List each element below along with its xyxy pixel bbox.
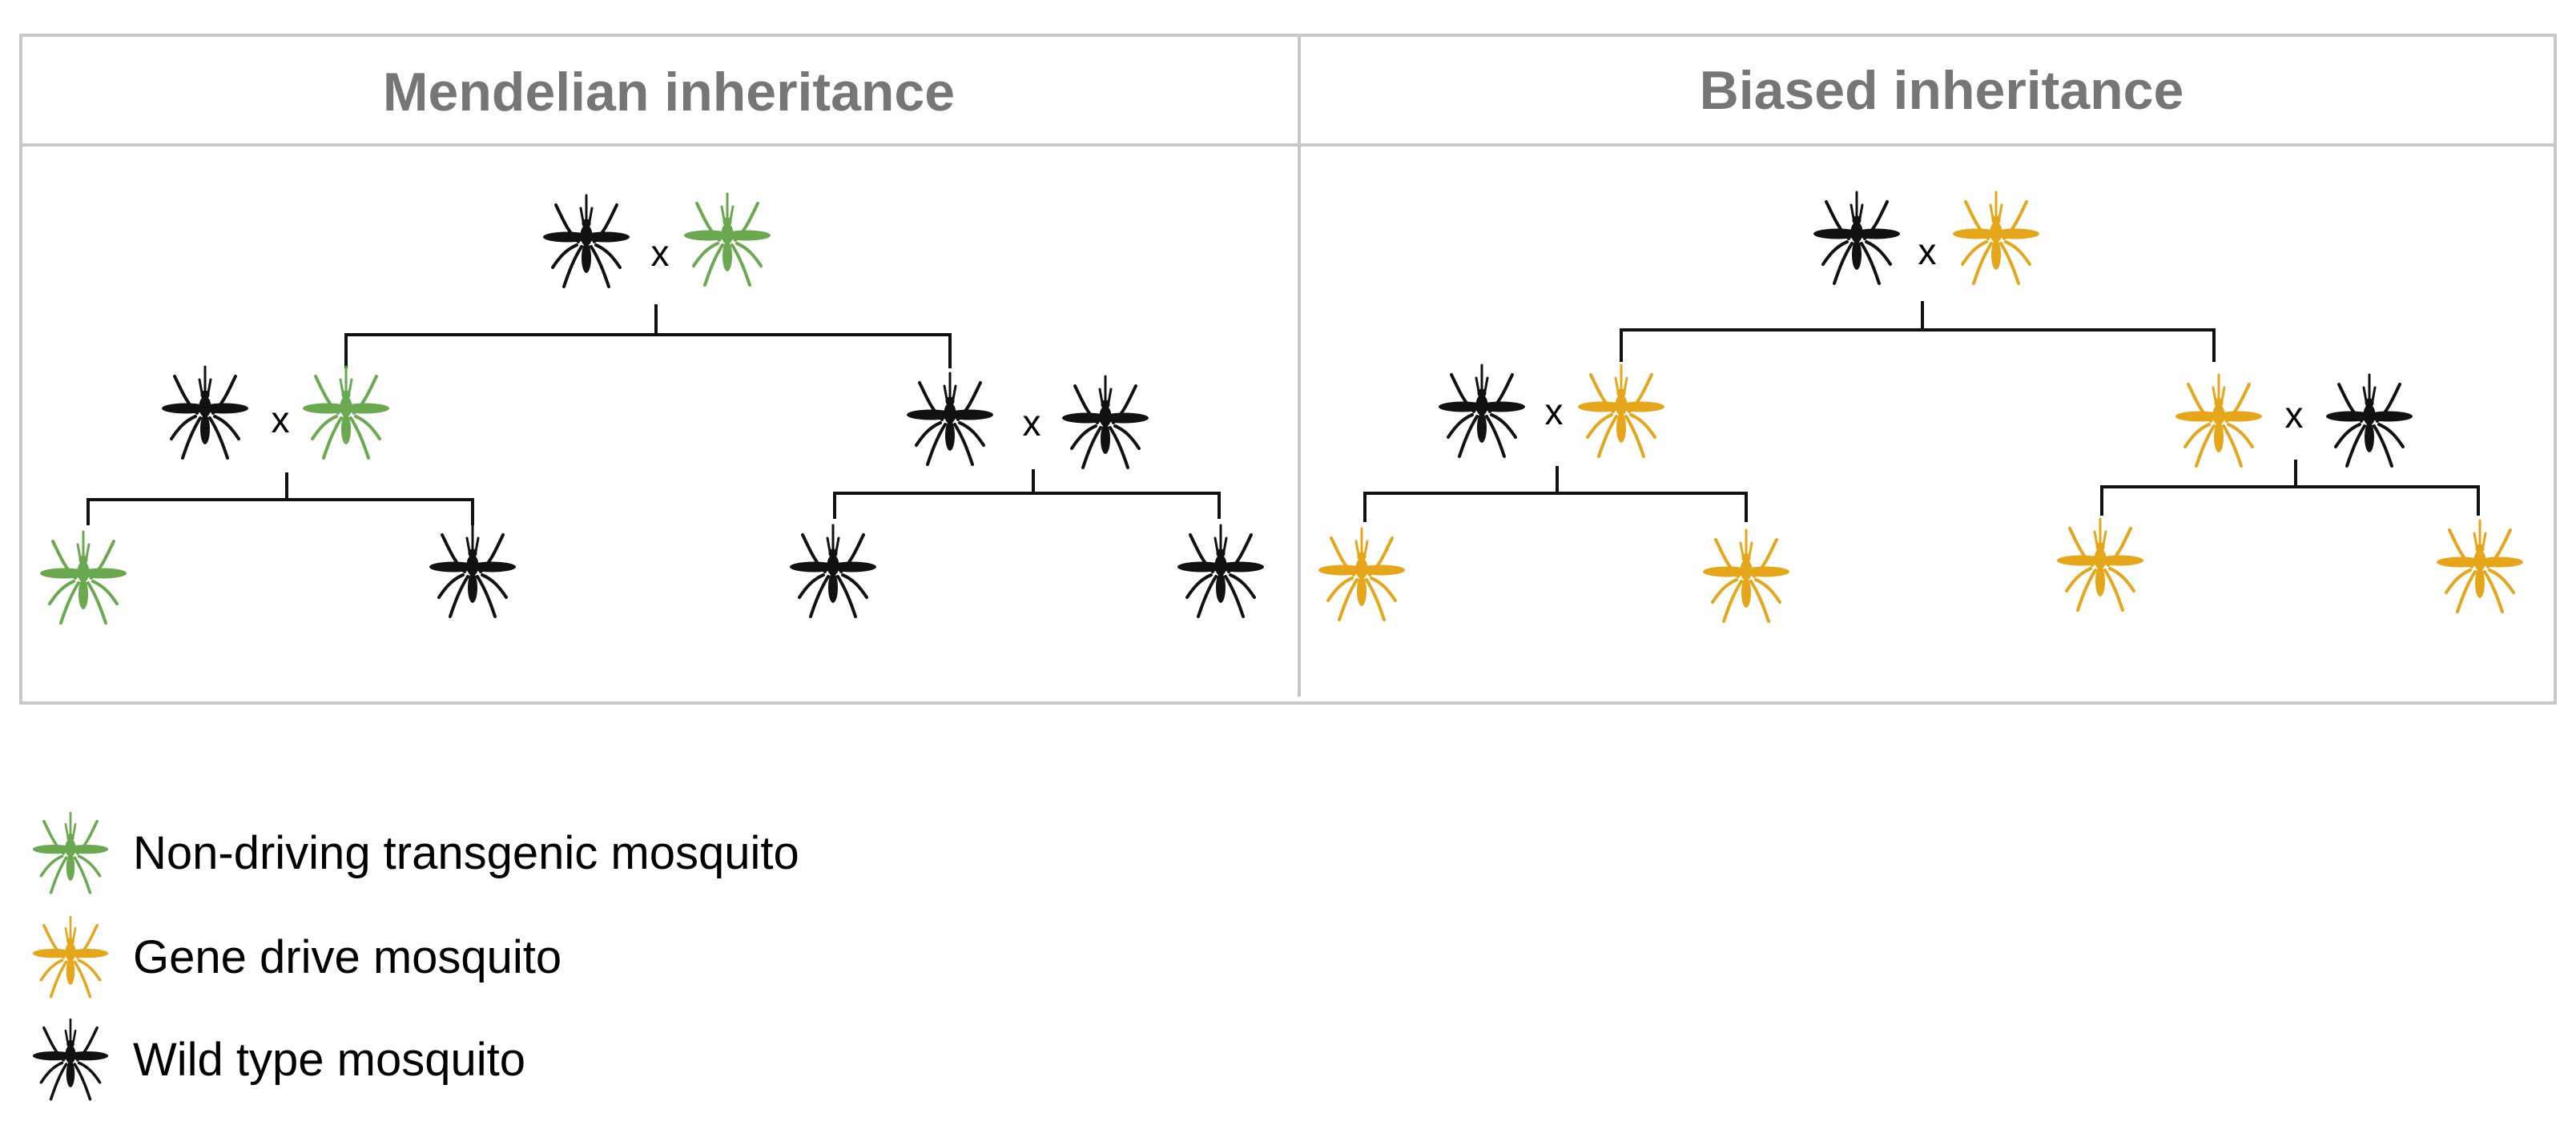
mendelian-panel-title: Mendelian inheritance — [383, 62, 955, 123]
green-mosquito-icon — [301, 365, 391, 460]
black-mosquito-icon — [2324, 373, 2414, 468]
cross-symbol: x — [651, 232, 670, 274]
yellow-mosquito-icon — [1576, 364, 1666, 458]
black-mosquito-icon — [160, 365, 250, 460]
black-mosquito-icon — [788, 524, 878, 618]
cross-symbol: x — [1545, 391, 1564, 432]
black-mosquito-icon — [428, 524, 517, 618]
green-mosquito-icon — [32, 811, 109, 894]
yellow-mosquito-icon — [2055, 517, 2145, 612]
diagram-frame — [19, 34, 2557, 705]
mendelian-pedigree-lines — [87, 304, 1221, 525]
green-mosquito-icon — [38, 530, 128, 625]
black-mosquito-icon — [32, 1018, 109, 1101]
yellow-mosquito-icon — [1317, 527, 1407, 621]
cross-symbol: x — [2285, 394, 2304, 436]
legend-label: Non-driving transgenic mosquito — [133, 826, 799, 879]
legend-item-gene-drive: Gene drive mosquito — [32, 913, 561, 1001]
biased-pedigree-lines — [1363, 301, 2480, 522]
yellow-mosquito-icon — [1951, 191, 2041, 285]
black-mosquito-icon — [541, 194, 631, 288]
legend-item-non-driving-transgenic: Non-driving transgenic mosquito — [32, 809, 799, 897]
legend-label: Wild type mosquito — [133, 1033, 525, 1086]
biased-panel-title: Biased inheritance — [1700, 60, 2184, 121]
cross-symbol: x — [1023, 402, 1041, 444]
black-mosquito-icon — [1812, 191, 1902, 285]
green-mosquito-icon — [682, 192, 772, 287]
legend: Non-driving transgenic mosquito Gene dri… — [32, 809, 1153, 1113]
black-mosquito-icon — [1176, 524, 1266, 618]
yellow-mosquito-icon — [2435, 519, 2525, 613]
yellow-mosquito-icon — [1701, 528, 1791, 623]
black-mosquito-icon — [1061, 375, 1150, 469]
black-mosquito-icon — [1437, 364, 1527, 458]
legend-item-wild-type: Wild type mosquito — [32, 1015, 525, 1103]
black-mosquito-icon — [905, 372, 995, 466]
yellow-mosquito-icon — [2174, 373, 2264, 468]
cross-symbol: x — [272, 399, 290, 440]
yellow-mosquito-icon — [32, 915, 109, 998]
legend-label: Gene drive mosquito — [133, 930, 562, 983]
cross-symbol: x — [1918, 231, 1937, 272]
